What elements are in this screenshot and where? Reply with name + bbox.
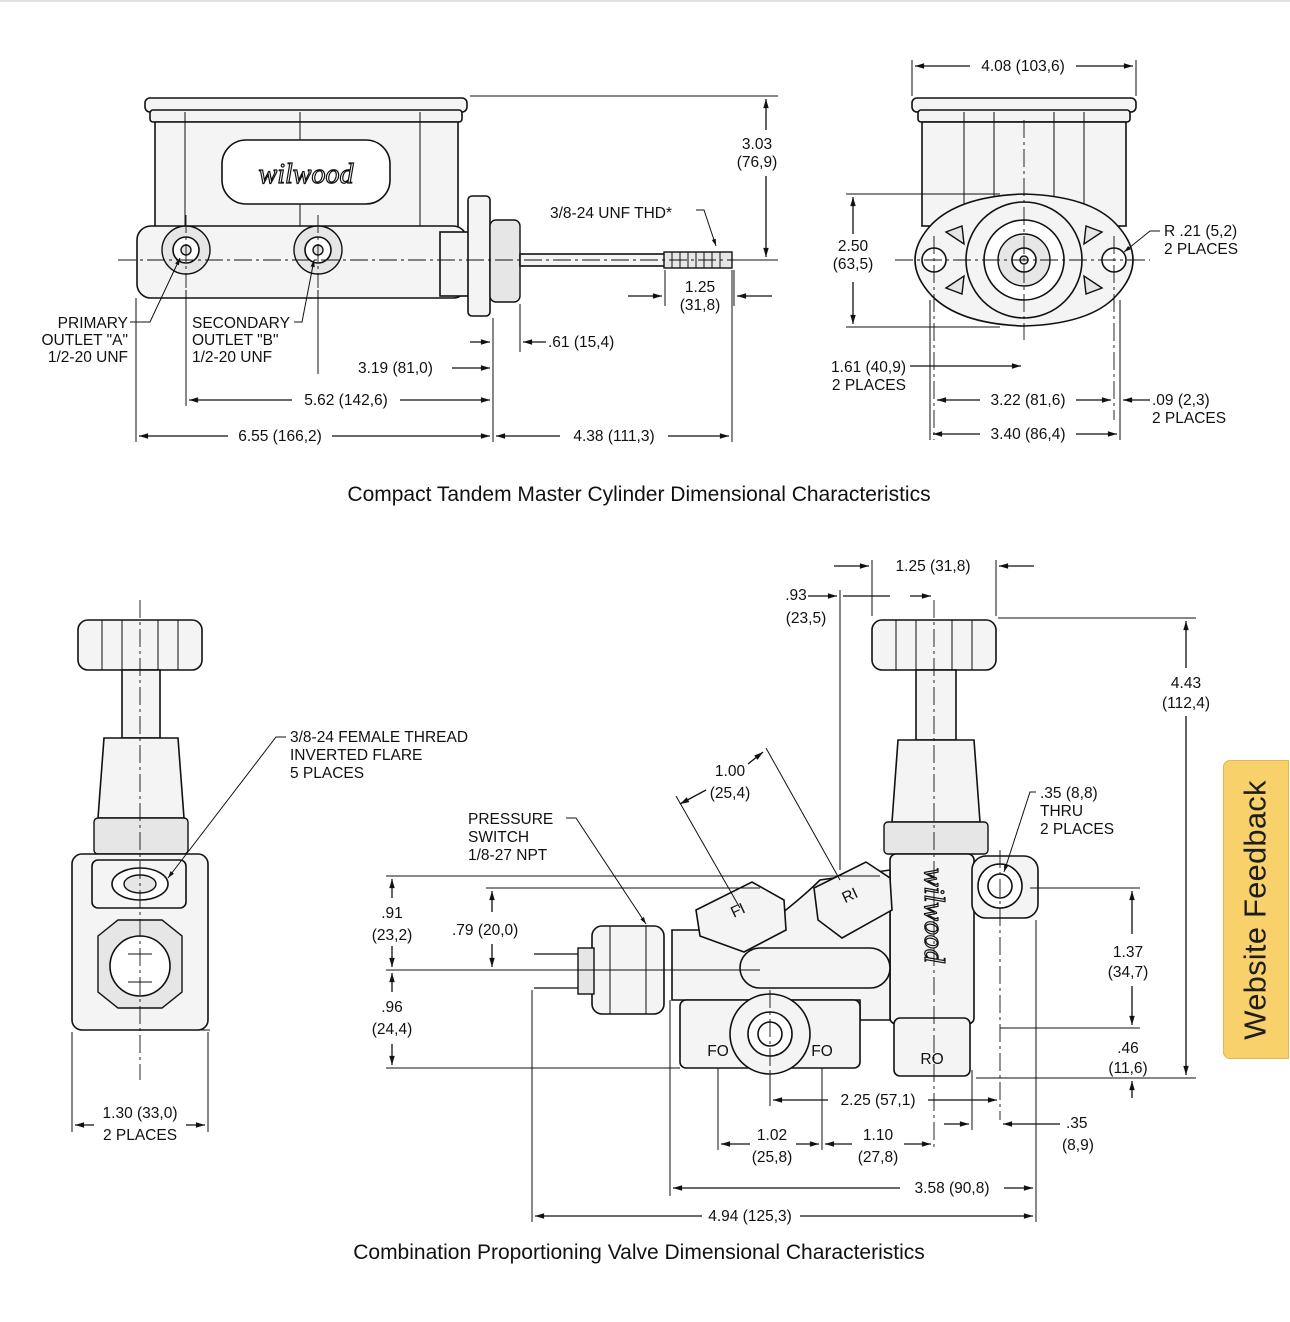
pv-dim-100-metric: (25,4)	[710, 785, 751, 802]
pv-dim-093-metric: (23,5)	[786, 610, 827, 627]
mc-rod-length-metric: (31,8)	[680, 297, 721, 314]
pv-dim-137: 1.37	[1113, 944, 1143, 961]
pv-dim-035-hole: .35 (8,8)	[1040, 785, 1098, 802]
pv-dim-035-metric: (8,9)	[1062, 1137, 1094, 1154]
website-feedback-label: Website Feedback	[1238, 779, 1273, 1040]
mc-caption: Compact Tandem Master Cylinder Dimension…	[347, 483, 930, 506]
pv-dim-046: .46	[1117, 1040, 1139, 1057]
pv-dim-093: .93	[785, 587, 807, 604]
pv-dim-100: 1.00	[715, 763, 746, 780]
pv-thread-flare: INVERTED FLARE	[290, 747, 422, 764]
pv-dim-130: 1.30 (33,0)	[103, 1105, 178, 1122]
pv-dim-137-metric: (34,7)	[1108, 964, 1149, 981]
mc-logo-text: wilwood	[259, 159, 355, 190]
pv-dim-096-metric: (24,4)	[372, 1021, 413, 1038]
website-feedback-tab[interactable]: Website Feedback	[1223, 760, 1289, 1059]
pv-port-fi: FI	[728, 900, 748, 921]
mc-side-dimensions: 3.03 (76,9) 3/8-24 UNF THD* 1.25 (31,8) …	[41, 95, 778, 445]
mc-bore-height-metric: (63,5)	[833, 256, 874, 273]
pv-dim-102: 1.02	[757, 1127, 787, 1144]
mc-rod-length: 1.25	[685, 279, 715, 296]
mc-radius-label: R .21 (5,2)	[1164, 223, 1237, 240]
mc-radius-places: 2 PLACES	[1164, 241, 1238, 258]
pv-dim-443: 4.43	[1171, 675, 1201, 692]
mc-bore-height: 2.50	[838, 238, 869, 255]
mc-dim-009: .09 (2,3)	[1152, 392, 1210, 409]
mc-secondary-thread: 1/2-20 UNF	[192, 349, 272, 366]
mc-primary-thread: 1/2-20 UNF	[48, 349, 128, 366]
pv-dim-494: 4.94 (125,3)	[708, 1208, 792, 1225]
pv-port-ri: RI	[839, 885, 860, 907]
pv-dim-079: .79 (20,0)	[452, 922, 518, 939]
pv-dim-035-thru: THRU	[1040, 803, 1083, 820]
mc-dim-319: 3.19 (81,0)	[358, 360, 433, 377]
pv-dim-110: 1.10	[863, 1127, 894, 1144]
pv-dim-091: .91	[381, 905, 403, 922]
valve-side-dimensions: 1.25 (31,8) .93 (23,5) 4.43 (112,4) 1.00…	[372, 558, 1210, 1225]
pv-dim-358: 3.58 (90,8)	[915, 1180, 990, 1197]
pv-thread-label: 3/8-24 FEMALE THREAD	[290, 729, 468, 746]
valve-front-view	[71, 600, 210, 1080]
mc-dim-438: 4.38 (111,3)	[573, 428, 654, 445]
mc-end-dimensions: 4.08 (103,6) 2.50 (63,5) R .21 (5,2) 2 P…	[831, 58, 1238, 443]
pv-logo-text: wilwood	[918, 868, 949, 964]
mc-dim-009-places: 2 PLACES	[1152, 410, 1226, 427]
mc-flange-dim: .61 (15,4)	[548, 334, 614, 351]
mc-height-value: 3.03	[742, 136, 772, 153]
pv-pressure-thread: 1/8-27 NPT	[468, 847, 548, 864]
pv-dim-046-metric: (11,6)	[1108, 1060, 1147, 1077]
pv-dim-102-metric: (25,8)	[752, 1149, 793, 1166]
mc-dim-322: 3.22 (81,6)	[991, 392, 1066, 409]
pv-pressure-label: PRESSURE	[468, 811, 553, 828]
pv-dim-130-places: 2 PLACES	[103, 1127, 177, 1144]
mc-primary-label: PRIMARY	[58, 315, 128, 332]
mc-dim-161: 1.61 (40,9)	[831, 359, 906, 376]
pv-port-fo-left: FO	[707, 1043, 729, 1060]
pv-dim-125: 1.25 (31,8)	[896, 558, 971, 575]
pv-dim-225: 2.25 (57,1)	[841, 1092, 916, 1109]
mc-secondary-label: SECONDARY	[192, 315, 290, 332]
pv-dim-035: .35	[1066, 1115, 1088, 1132]
top-divider	[0, 0, 1290, 2]
master-cylinder-end-view	[895, 97, 1150, 440]
pv-dim-096: .96	[381, 999, 403, 1016]
mc-dim-562: 5.62 (142,6)	[304, 392, 388, 409]
mc-thread-label: 3/8-24 UNF THD*	[550, 205, 672, 222]
mc-secondary-outlet: OUTLET "B"	[192, 332, 279, 349]
pv-dim-443-metric: (112,4)	[1162, 695, 1210, 712]
pv-dim-110-metric: (27,8)	[858, 1149, 899, 1166]
mc-width-top: 4.08 (103,6)	[981, 58, 1065, 75]
mc-dim-161-places: 2 PLACES	[832, 377, 906, 394]
valve-front-dimensions: 3/8-24 FEMALE THREAD INVERTED FLARE 5 PL…	[71, 729, 468, 1144]
pv-pressure-switch: SWITCH	[468, 829, 529, 846]
mc-height-metric: (76,9)	[737, 154, 778, 171]
mc-dim-340: 3.40 (86,4)	[991, 426, 1066, 443]
valve-side-view: wilwood FI RI FO FO RO	[534, 600, 1039, 1150]
pv-port-fo-right: FO	[811, 1043, 833, 1060]
mc-primary-outlet: OUTLET "A"	[41, 332, 128, 349]
pv-caption: Combination Proportioning Valve Dimensio…	[353, 1241, 925, 1264]
master-cylinder-side-view: wilwood	[118, 97, 760, 317]
pv-port-ro: RO	[920, 1051, 943, 1068]
pv-thread-places: 5 PLACES	[290, 765, 364, 782]
mc-dim-655: 6.55 (166,2)	[238, 428, 322, 445]
pv-dim-091-metric: (23,2)	[372, 927, 413, 944]
pv-dim-035-places: 2 PLACES	[1040, 821, 1114, 838]
